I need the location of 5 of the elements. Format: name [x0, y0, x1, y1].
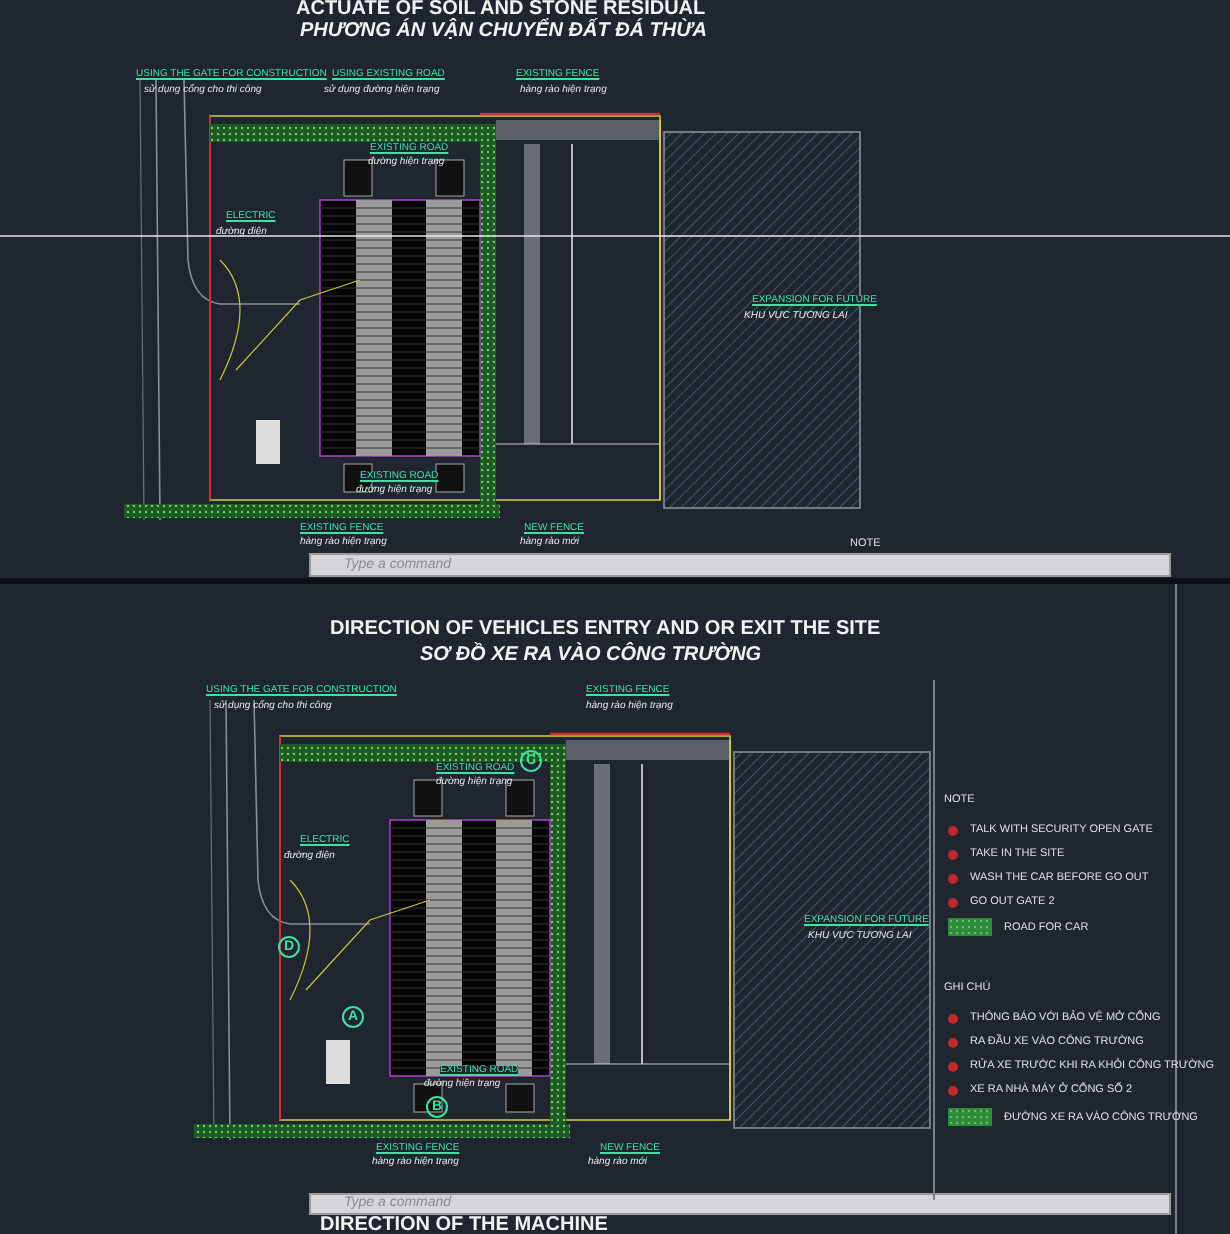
drawing-title: DIRECTION OF THE MACHINE — [320, 1216, 608, 1234]
drawing-subtitle: PHƯƠNG ÁN VẬN CHUYỂN ĐẤT ĐÁ THỪA — [300, 22, 707, 42]
drawing-subtitle: SƠ ĐỒ XE RA VÀO CÔNG TRƯỜNG — [420, 646, 762, 666]
drawing-title: DIRECTION OF VEHICLES ENTRY AND OR EXIT THE SITE — [330, 620, 881, 640]
drawing-title: ACTUATE OF SOIL AND STONE RESIDUAL — [296, 0, 706, 20]
